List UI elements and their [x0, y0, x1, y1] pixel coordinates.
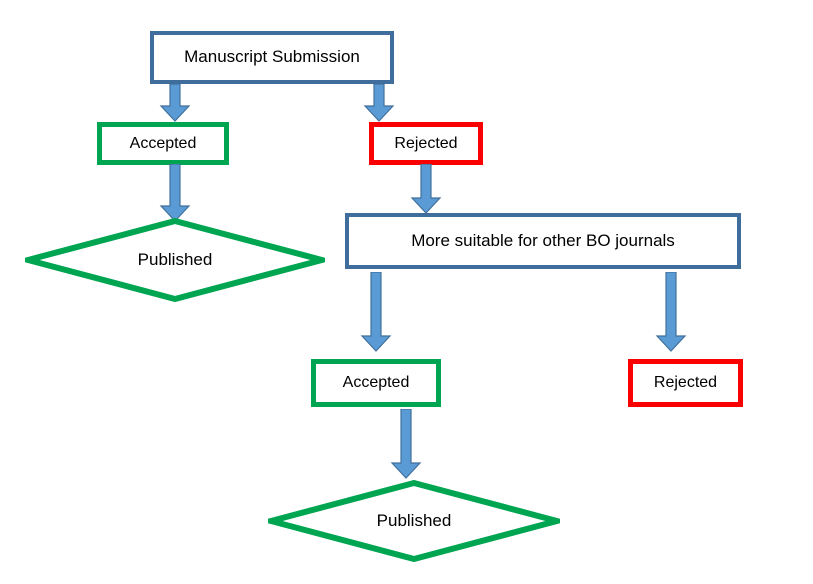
node-rejected-second[interactable]: Rejected [628, 359, 743, 407]
node-label-accepted-first: Accepted [129, 134, 197, 152]
arrow-more-suitable-to-rejected [655, 272, 687, 352]
node-label-more-suitable: More suitable for other BO journals [411, 230, 675, 250]
arrow-accepted-to-published-second [390, 409, 422, 479]
node-accepted-second[interactable]: Accepted [311, 359, 441, 407]
arrow-accepted-to-published-first [159, 164, 191, 222]
node-published-first[interactable]: Published [25, 218, 325, 302]
node-label-published-first: Published [137, 250, 213, 269]
node-rejected-first[interactable]: Rejected [369, 122, 483, 165]
arrow-more-suitable-to-accepted [360, 272, 392, 352]
node-label-rejected-first: Rejected [394, 134, 458, 152]
node-label-published-second: Published [376, 511, 452, 530]
node-manuscript-submission[interactable]: Manuscript Submission [150, 31, 394, 84]
arrow-submission-to-accepted [159, 84, 191, 122]
node-published-second[interactable]: Published [268, 480, 560, 562]
node-accepted-first[interactable]: Accepted [97, 122, 229, 165]
arrow-rejected-to-more-suitable [410, 164, 442, 214]
arrow-submission-to-rejected [363, 84, 395, 122]
node-label-manuscript-submission: Manuscript Submission [184, 47, 360, 67]
node-label-rejected-second: Rejected [653, 374, 718, 392]
node-label-accepted-second: Accepted [342, 374, 410, 392]
node-more-suitable[interactable]: More suitable for other BO journals [345, 213, 741, 269]
